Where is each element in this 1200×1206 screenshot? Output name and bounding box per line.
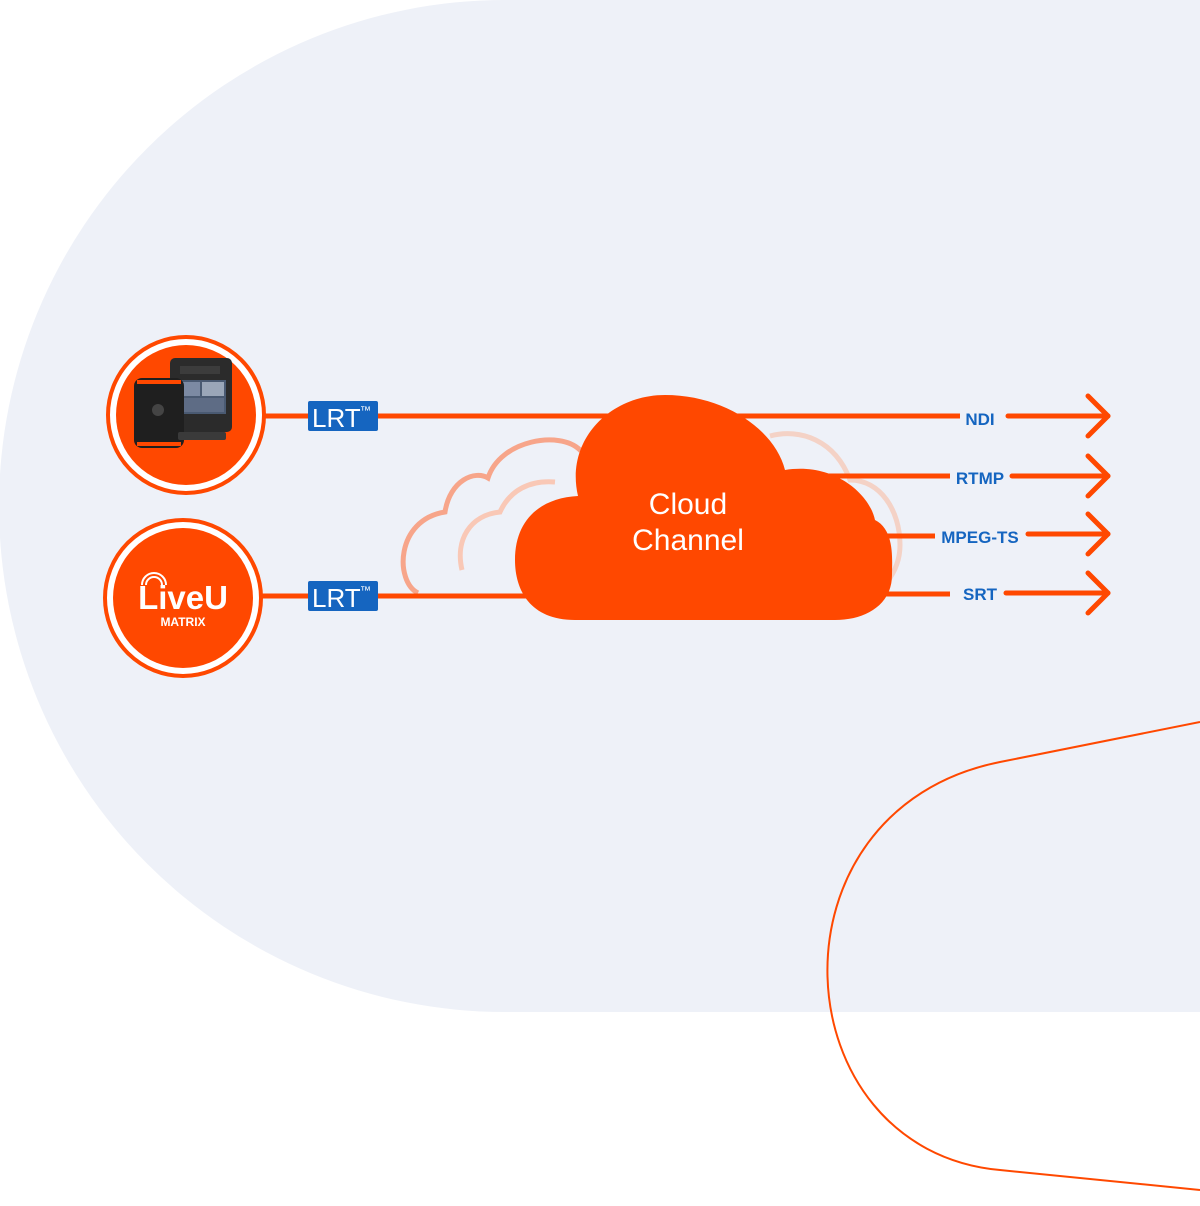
output-arrows xyxy=(1003,393,1111,616)
wifi-icon xyxy=(141,572,167,586)
liveu-logo-text: LiveU xyxy=(138,579,228,616)
arrowhead-srt xyxy=(1085,570,1111,616)
arrowhead-rtmp xyxy=(1085,453,1111,499)
output-label-srt: SRT xyxy=(963,585,998,604)
decorative-arc xyxy=(826,721,1200,1191)
lrt-badge-label: LRT xyxy=(312,583,361,613)
output-label-ndi: NDI xyxy=(965,410,994,429)
liveu-encoder-device-icon xyxy=(134,358,232,448)
cloud-title-line2: Channel xyxy=(632,524,744,557)
arrowhead-ndi xyxy=(1085,393,1111,439)
back-cloud-outline xyxy=(400,437,600,596)
right-cloud-outline xyxy=(769,431,903,592)
lrt-badge-tm: ™ xyxy=(360,585,371,597)
matrix-logo-text: MATRIX xyxy=(160,615,205,629)
lrt-badge-matrix: LRT ™ xyxy=(308,581,378,613)
arrowhead-mpegts xyxy=(1085,511,1111,557)
lrt-badge-label: LRT xyxy=(312,403,361,433)
cloud-channel-shape xyxy=(515,395,893,620)
cloud-title-line1: Cloud xyxy=(649,488,727,521)
lrt-badge-encoder: LRT ™ xyxy=(308,401,378,433)
matrix-node[interactable]: LiveU MATRIX xyxy=(103,518,263,678)
lrt-badge-tm: ™ xyxy=(360,405,371,417)
matrix-node-disc xyxy=(113,528,253,668)
output-label-rtmp: RTMP xyxy=(956,469,1004,488)
encoder-node[interactable] xyxy=(106,335,266,495)
back-cloud-outline-2 xyxy=(457,479,556,571)
output-label-mpegts: MPEG-TS xyxy=(941,528,1018,547)
liveu-matrix-logo: LiveU MATRIX xyxy=(138,572,228,629)
